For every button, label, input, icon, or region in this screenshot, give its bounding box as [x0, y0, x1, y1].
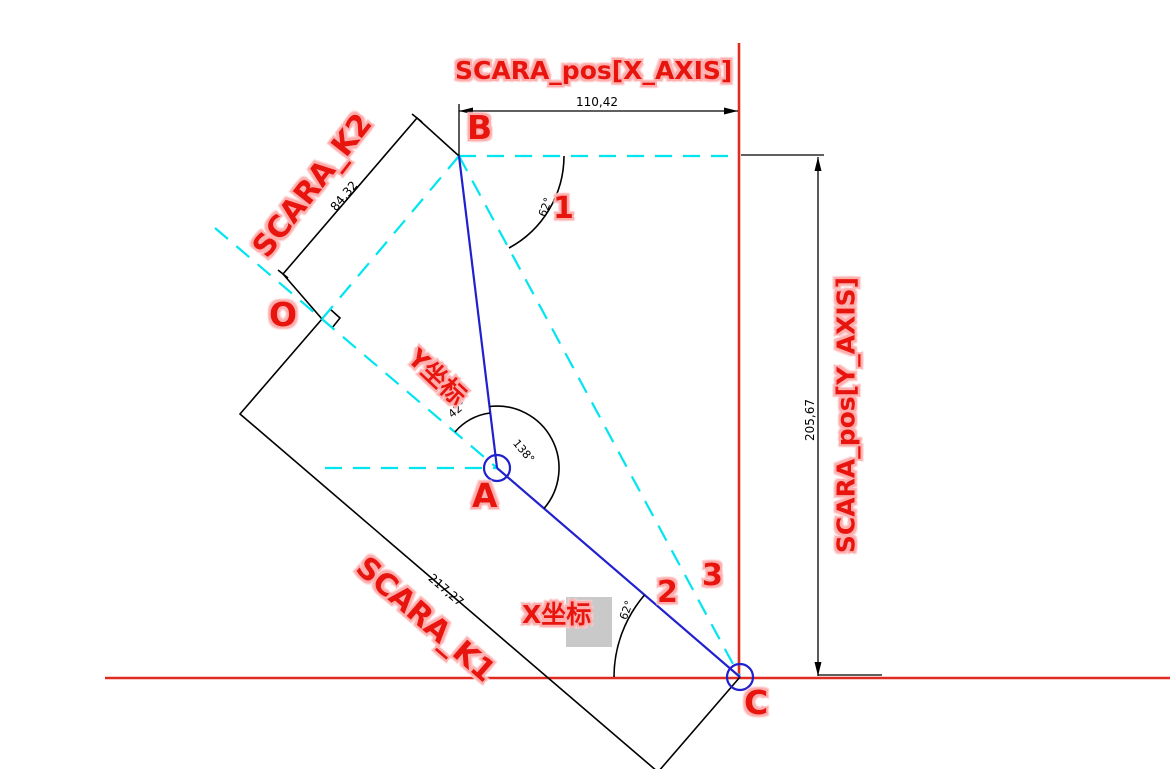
- k2-dim-tick-bottom: [277, 269, 289, 279]
- point-label-c: C: [744, 683, 769, 722]
- point-label-a: A: [472, 476, 498, 515]
- point-label-o: O: [269, 295, 298, 334]
- joint-number-2: 2: [657, 575, 678, 610]
- y-dim-arrow-top: [814, 157, 822, 171]
- x-dimension-text: 110,42: [576, 95, 618, 109]
- o-to-a-axis-line: [214, 227, 498, 469]
- x-coord-gray-box: [566, 597, 612, 647]
- angle-arc-at-b: [508, 155, 565, 249]
- angle-arc-at-c: [613, 594, 646, 678]
- arm-k2-outline: [281, 116, 460, 320]
- arm-outlines: [238, 113, 741, 769]
- angle-arc-at-a-42: [454, 412, 491, 433]
- joint-number-1: 1: [553, 191, 574, 226]
- right-angle-mark: [329, 308, 342, 329]
- link-a-c: [496, 467, 741, 678]
- x-dim-arrow-right: [724, 107, 738, 115]
- arm-k1-outline: [238, 318, 741, 769]
- kinematic-links: [457, 155, 755, 692]
- angle-text-at-a-138: 138°: [510, 437, 537, 466]
- dimension-arrows: [459, 107, 822, 676]
- y-dim-arrow-bottom: [814, 662, 822, 676]
- angle-arc-at-a-138: [489, 405, 560, 510]
- y-dimension-text: 205,67: [803, 399, 817, 441]
- k2-dim-tick-top: [411, 113, 423, 123]
- point-label-b: B: [467, 108, 493, 147]
- x-axis-title: SCARA_pos[X_AXIS]: [455, 56, 733, 85]
- joint-c-circle: [725, 662, 755, 692]
- b-to-c-construction-line: [458, 155, 741, 678]
- axis-lines: [105, 43, 1170, 680]
- angle-arcs: [454, 155, 646, 678]
- joint-number-3: 3: [702, 558, 723, 593]
- angle-text-at-b: 62°: [536, 196, 555, 219]
- y-axis-title: SCARA_pos[Y_AXIS]: [831, 276, 861, 554]
- dimension-lines: [458, 104, 882, 676]
- b-to-o-axis-line: [321, 155, 460, 320]
- x-coord-label: X坐标: [522, 600, 592, 629]
- angle-text-at-c: 62°: [617, 599, 636, 622]
- joint-a-circle: [482, 453, 512, 483]
- construction-lines: [214, 154, 741, 678]
- x-dim-arrow-left: [459, 107, 473, 115]
- link-b-a: [457, 155, 499, 469]
